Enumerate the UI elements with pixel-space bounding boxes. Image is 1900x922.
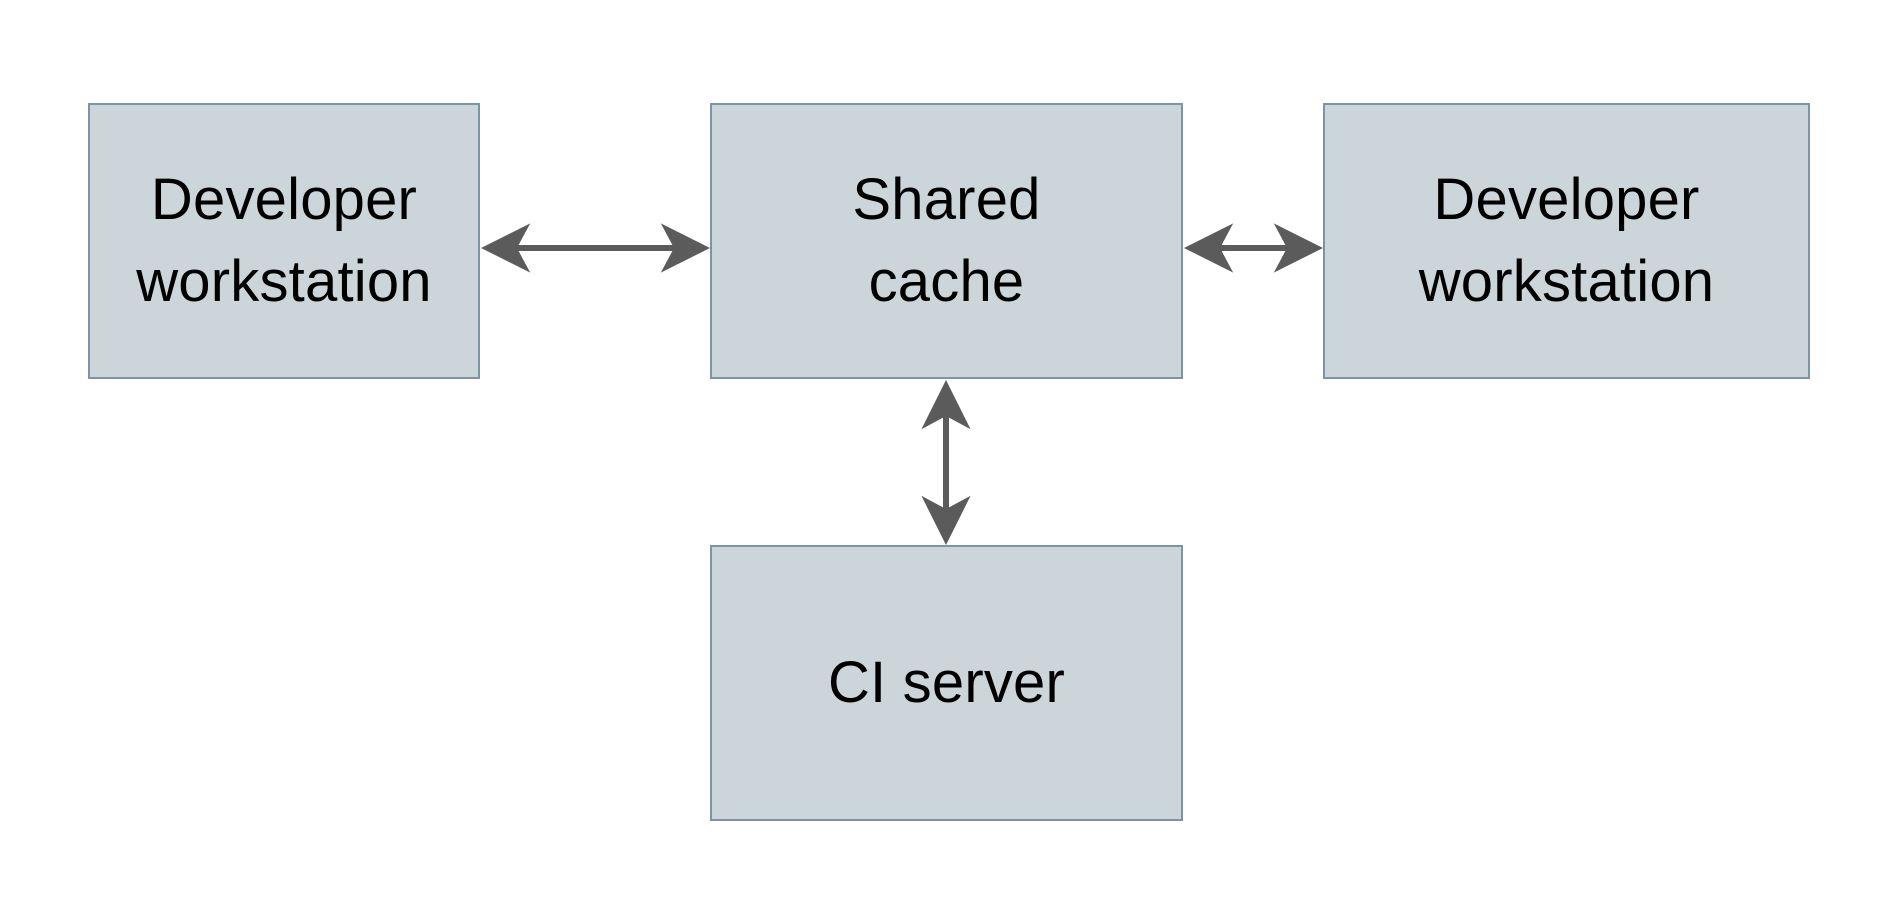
node-label: Developer workstation <box>136 166 432 314</box>
node-developer-workstation-left[interactable]: Developer workstation <box>88 103 480 379</box>
node-ci-server[interactable]: CI server <box>710 545 1183 821</box>
node-developer-workstation-right[interactable]: Developer workstation <box>1323 103 1810 379</box>
node-shared-cache[interactable]: Shared cache <box>710 103 1183 379</box>
node-label: CI server <box>827 649 1066 715</box>
node-label: Developer workstation <box>1418 166 1715 314</box>
node-label: Shared cache <box>852 166 1041 314</box>
